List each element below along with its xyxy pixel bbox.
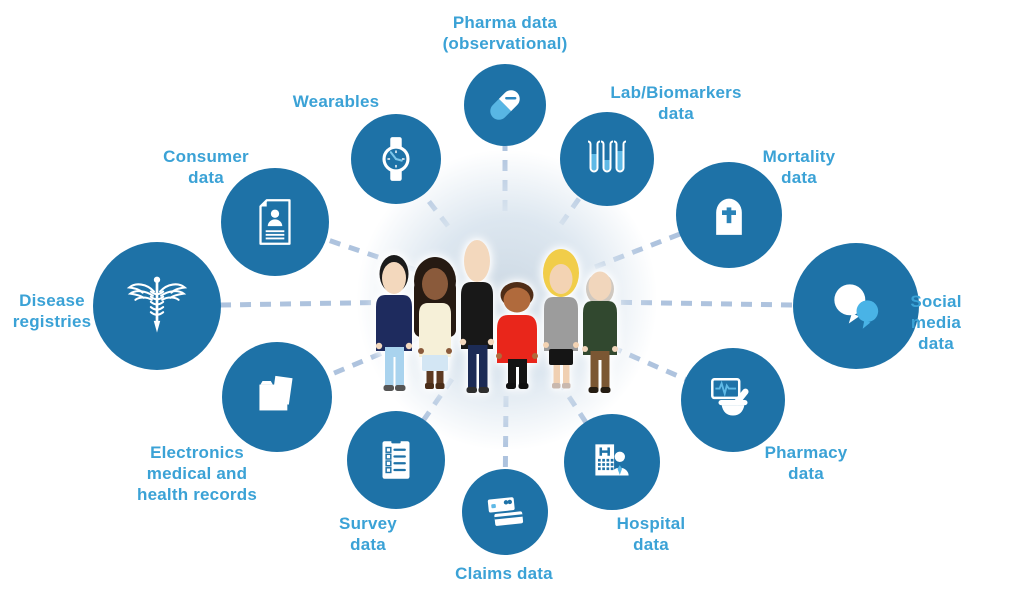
node-pharmacy-data-label: Pharmacy data (764, 443, 848, 483)
node-social-media-data-label: Social media data (910, 292, 962, 353)
node-mortality-data-label: Mortality data (762, 147, 836, 187)
node-lab-biomarkers-data-label: Lab/Biomarkers data (610, 83, 742, 123)
node-wearables (351, 114, 441, 204)
node-pharmacy-data (681, 348, 785, 452)
node-pharma-data-label: Pharma data (observational) (442, 13, 568, 53)
node-electronic-medical-records-label: Electronics medical and health records (137, 443, 257, 504)
person-black-sweater (459, 240, 495, 393)
node-disease-registries-label: Disease registries (12, 291, 92, 331)
node-hospital-data-label: Hospital data (616, 514, 686, 554)
person-green-sweater (582, 271, 618, 393)
test-tubes-icon (587, 140, 627, 173)
person-cream-top (414, 257, 456, 389)
node-consumer-data (221, 168, 329, 276)
pill-icon (490, 90, 520, 120)
node-electronic-medical-records (222, 342, 332, 452)
node-lab-biomarkers-data (560, 112, 654, 206)
node-claims-data (462, 469, 548, 555)
people-group-illustration (375, 240, 618, 393)
caduceus-icon (126, 276, 188, 333)
node-consumer-data-label: Consumer data (163, 147, 249, 187)
person-gray-top (543, 249, 579, 389)
wristwatch-icon (382, 137, 410, 181)
speech-bubbles-icon (834, 284, 879, 329)
node-disease-registries (93, 242, 221, 370)
person-document-icon (259, 199, 291, 245)
checklist-clipboard-icon (382, 437, 410, 479)
node-social-media-data (793, 243, 919, 369)
payment-cards-icon (487, 497, 524, 526)
hospital-building-person-icon (595, 444, 629, 476)
node-claims-data-label: Claims data (455, 564, 553, 583)
node-mortality-data (676, 162, 782, 268)
person-navy-sweater (375, 255, 413, 391)
tombstone-icon (716, 198, 742, 235)
monitor-mortar-pestle-icon (711, 378, 749, 416)
folder-documents-icon (259, 374, 294, 411)
person-child-red-sweater (496, 282, 538, 389)
node-wearables-label: Wearables (292, 92, 380, 111)
node-survey-data (347, 411, 445, 509)
node-hospital-data (564, 414, 660, 510)
node-pharma-data (464, 64, 546, 146)
node-survey-data-label: Survey data (339, 514, 397, 554)
